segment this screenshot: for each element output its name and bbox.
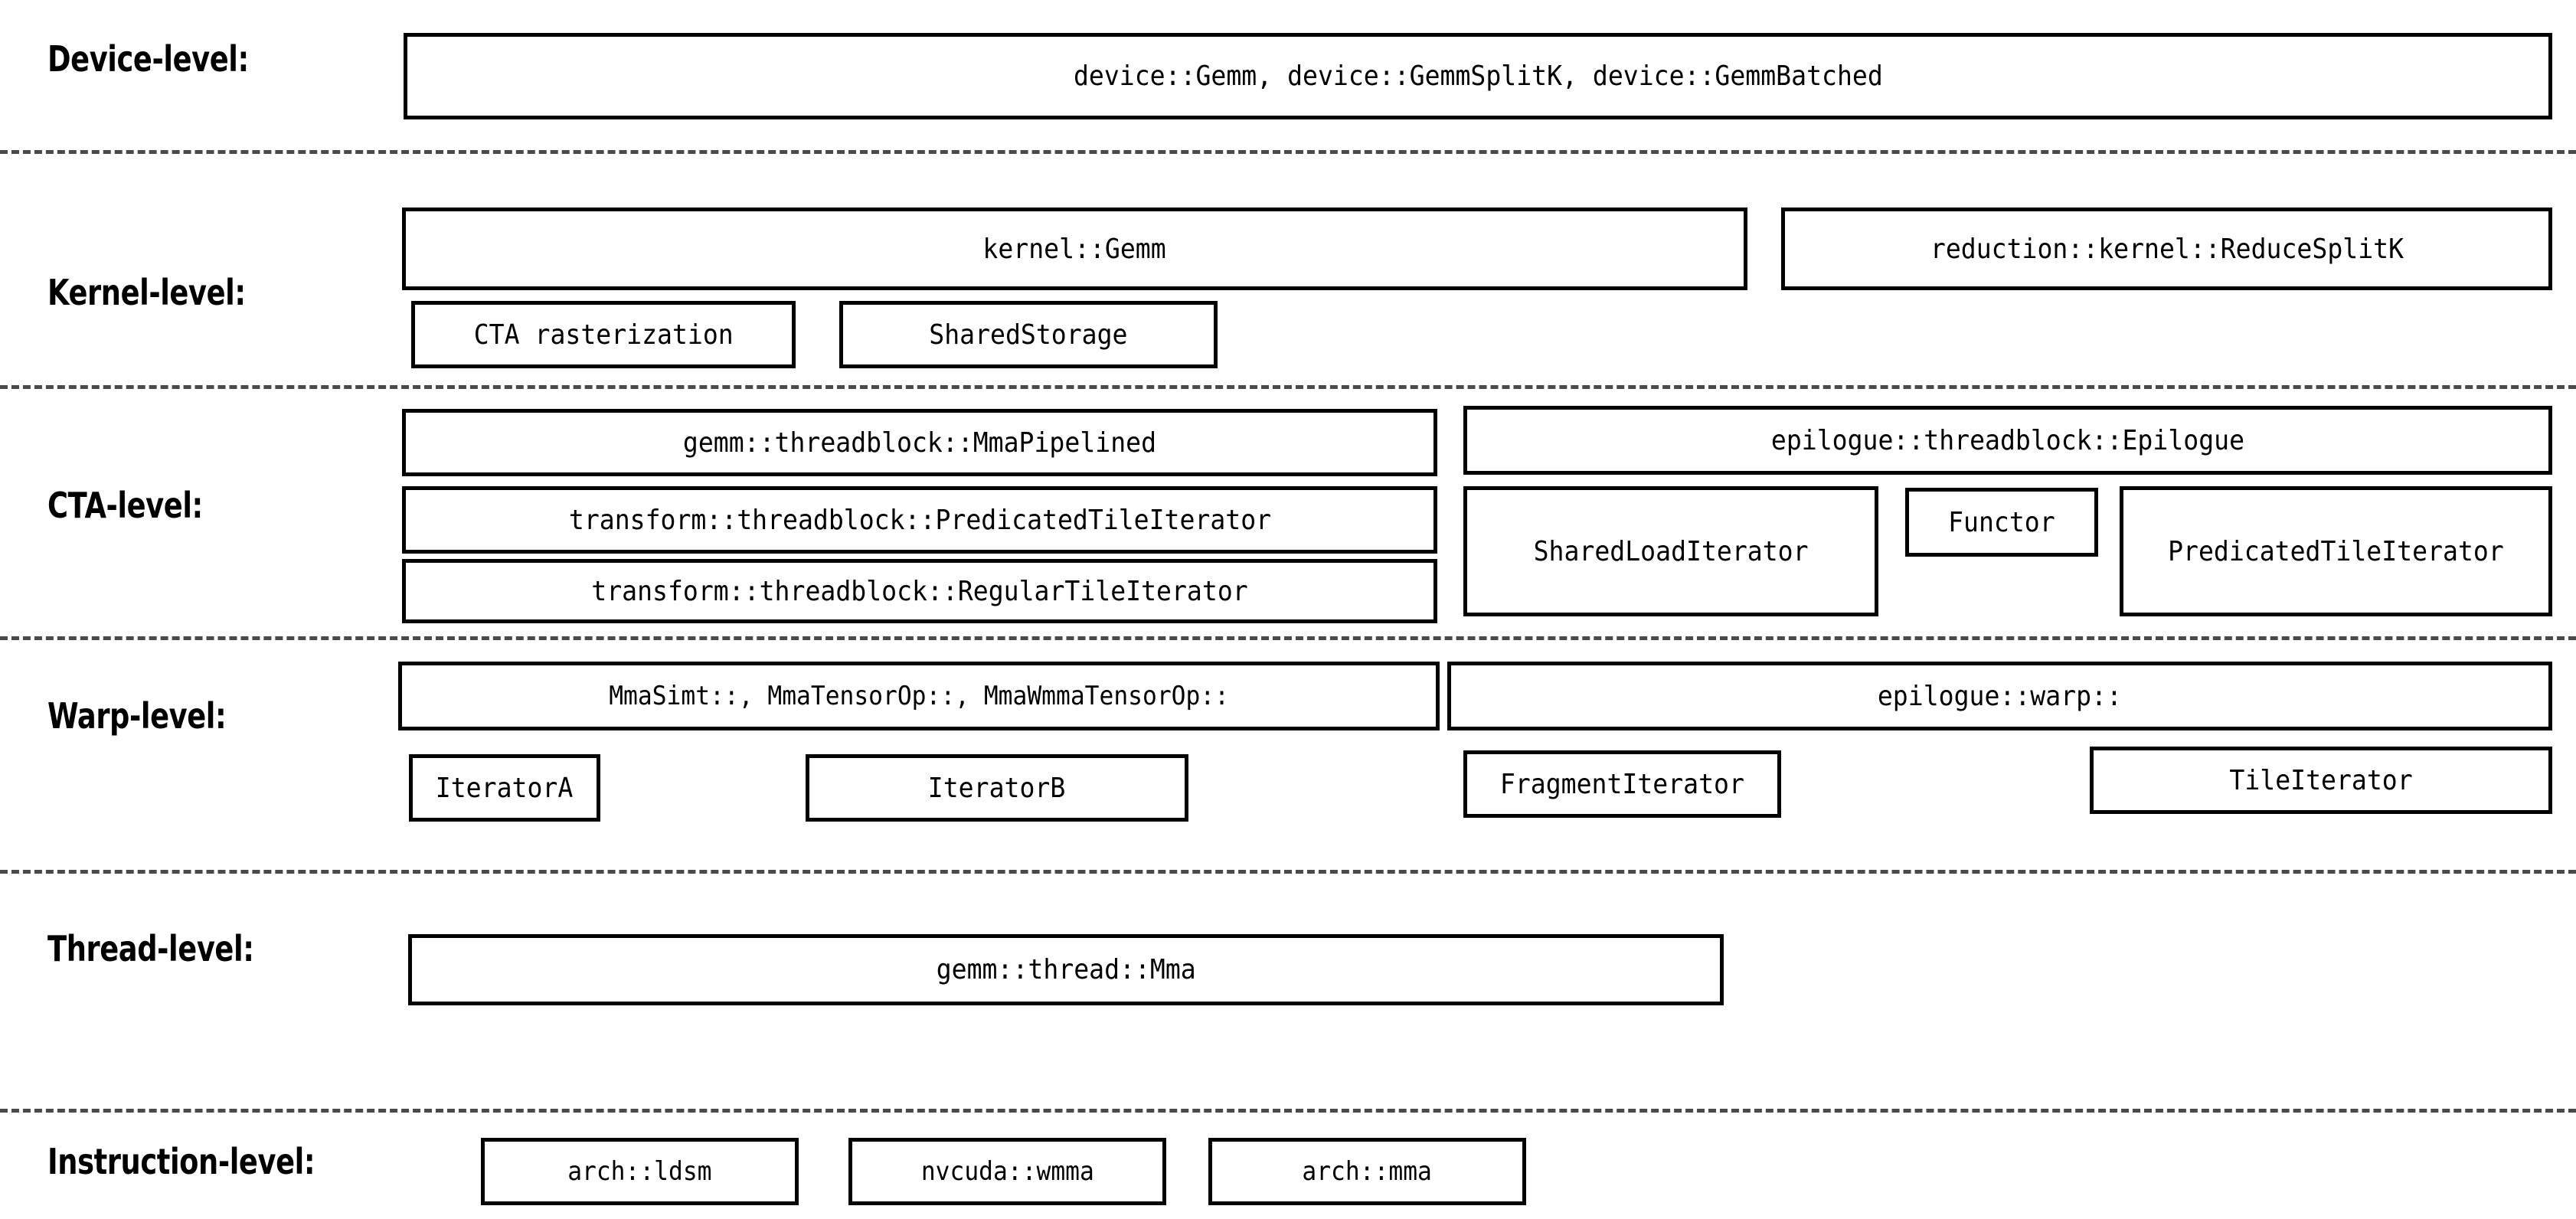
box-epilogue-functor-label: Functor <box>1948 506 2055 538</box>
box-warp-tileiterator-label: TileIterator <box>2229 764 2413 796</box>
box-warp-iterator-a-label: IteratorA <box>436 772 574 804</box>
box-cta-rasterization-label: CTA rasterization <box>473 319 734 351</box>
box-reduction-kernel-reducesplitk: reduction::kernel::ReduceSplitK <box>1781 208 2552 290</box>
box-kernel-gemm-label: kernel::Gemm <box>982 233 1167 265</box>
level-label-cta: CTA-level: <box>47 485 203 526</box>
box-warp-iterator-b-label: IteratorB <box>928 772 1066 804</box>
box-epilogue-warp-label: epilogue::warp:: <box>1877 680 2123 712</box>
box-epilogue-warp: epilogue::warp:: <box>1447 662 2552 730</box>
box-warp-iterator-b: IteratorB <box>806 754 1188 822</box>
divider-cta-warp <box>0 636 2576 640</box>
box-epilogue-predicatedtileiterator-label: PredicatedTileIterator <box>2168 535 2504 567</box>
box-device-gemm: device::Gemm, device::GemmSplitK, device… <box>404 33 2552 119</box>
box-gemm-threadblock-mmapipelined-label: gemm::threadblock::MmaPipelined <box>682 426 1157 459</box>
box-transform-threadblock-predicatedtileiterator-label: transform::threadblock::PredicatedTileIt… <box>568 504 1271 536</box>
box-kernel-gemm: kernel::Gemm <box>402 208 1747 290</box>
box-shared-storage-label: SharedStorage <box>929 319 1128 351</box>
box-warp-fragmentiterator-label: FragmentIterator <box>1499 768 1745 800</box>
box-transform-threadblock-regulartileiterator-label: transform::threadblock::RegularTileItera… <box>591 575 1248 607</box>
box-nvcuda-wmma: nvcuda::wmma <box>848 1138 1166 1205</box>
box-transform-threadblock-predicatedtileiterator: transform::threadblock::PredicatedTileIt… <box>402 486 1437 554</box>
box-reduction-kernel-reducesplitk-label: reduction::kernel::ReduceSplitK <box>1930 233 2404 265</box>
box-device-gemm-label: device::Gemm, device::GemmSplitK, device… <box>1073 60 1883 92</box>
box-cta-rasterization: CTA rasterization <box>411 301 796 368</box>
box-warp-fragmentiterator: FragmentIterator <box>1463 750 1781 818</box>
box-arch-ldsm: arch::ldsm <box>481 1138 799 1205</box>
box-gemm-threadblock-mmapipelined: gemm::threadblock::MmaPipelined <box>402 409 1437 476</box>
box-epilogue-predicatedtileiterator: PredicatedTileIterator <box>2120 486 2552 616</box>
box-epilogue-sharedloaditerator: SharedLoadIterator <box>1463 486 1878 616</box>
box-warp-mma-ops: MmaSimt::, MmaTensorOp::, MmaWmmaTensorO… <box>398 662 1440 730</box>
level-label-thread: Thread-level: <box>47 928 254 969</box>
level-label-kernel: Kernel-level: <box>47 272 246 313</box>
level-label-instruction: Instruction-level: <box>47 1141 315 1182</box>
level-label-warp: Warp-level: <box>47 695 227 737</box>
box-arch-ldsm-label: arch::ldsm <box>567 1156 712 1187</box>
box-arch-mma: arch::mma <box>1208 1138 1526 1205</box>
divider-kernel-cta <box>0 385 2576 389</box>
box-warp-iterator-a: IteratorA <box>409 754 600 822</box>
box-arch-mma-label: arch::mma <box>1302 1156 1433 1187</box>
box-gemm-thread-mma-label: gemm::thread::Mma <box>936 954 1196 985</box>
box-epilogue-threadblock-epilogue: epilogue::threadblock::Epilogue <box>1463 406 2552 475</box>
divider-thread-instruction <box>0 1109 2576 1113</box>
box-epilogue-functor: Functor <box>1905 488 2098 557</box>
box-epilogue-sharedloaditerator-label: SharedLoadIterator <box>1533 535 1809 567</box>
divider-warp-thread <box>0 870 2576 874</box>
box-shared-storage: SharedStorage <box>839 301 1218 368</box>
divider-device-kernel <box>0 150 2576 154</box>
box-epilogue-threadblock-epilogue-label: epilogue::threadblock::Epilogue <box>1770 424 2245 456</box>
box-warp-mma-ops-label: MmaSimt::, MmaTensorOp::, MmaWmmaTensorO… <box>609 681 1229 711</box>
box-transform-threadblock-regulartileiterator: transform::threadblock::RegularTileItera… <box>402 559 1437 623</box>
level-label-device: Device-level: <box>47 38 249 80</box>
box-gemm-thread-mma: gemm::thread::Mma <box>408 934 1724 1005</box>
box-nvcuda-wmma-label: nvcuda::wmma <box>920 1156 1094 1187</box>
box-warp-tileiterator: TileIterator <box>2090 747 2552 814</box>
